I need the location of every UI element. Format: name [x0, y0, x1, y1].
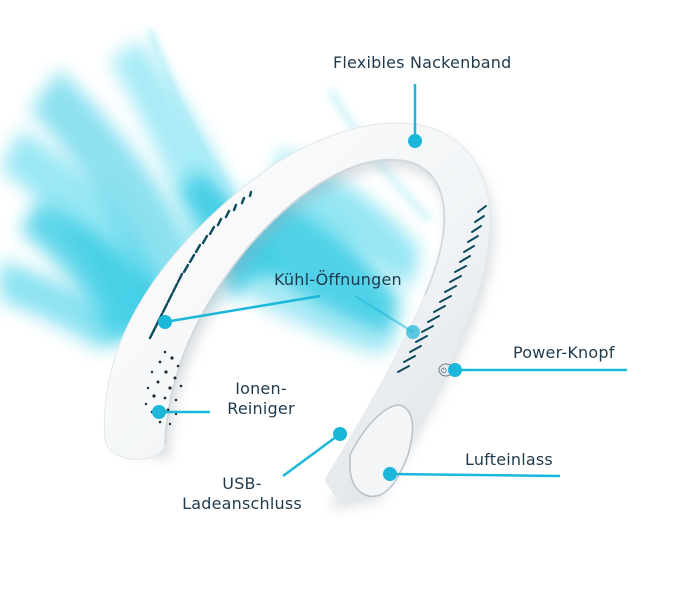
label-ionizer-line2: Reiniger	[227, 399, 295, 418]
label-air-intake: Lufteinlass	[465, 450, 553, 469]
label-ionizer: Ionen- Reiniger	[216, 379, 306, 419]
callout-markers	[152, 84, 627, 481]
label-usb-line2: Ladeanschluss	[182, 494, 302, 513]
svg-text:⏻: ⏻	[441, 367, 447, 375]
air-intake-cover	[349, 404, 414, 497]
left-cooling-vents	[148, 190, 253, 340]
label-flexible-neckband: Flexibles Nackenband	[333, 53, 512, 72]
right-cooling-vents	[397, 205, 487, 373]
label-usb-line1: USB-	[222, 474, 262, 493]
label-usb-port: USB- Ladeanschluss	[172, 474, 312, 514]
label-power-button: Power-Knopf	[513, 343, 615, 362]
label-cooling-vents: Kühl-Öffnungen	[274, 270, 402, 289]
label-ionizer-line1: Ionen-	[235, 379, 287, 398]
